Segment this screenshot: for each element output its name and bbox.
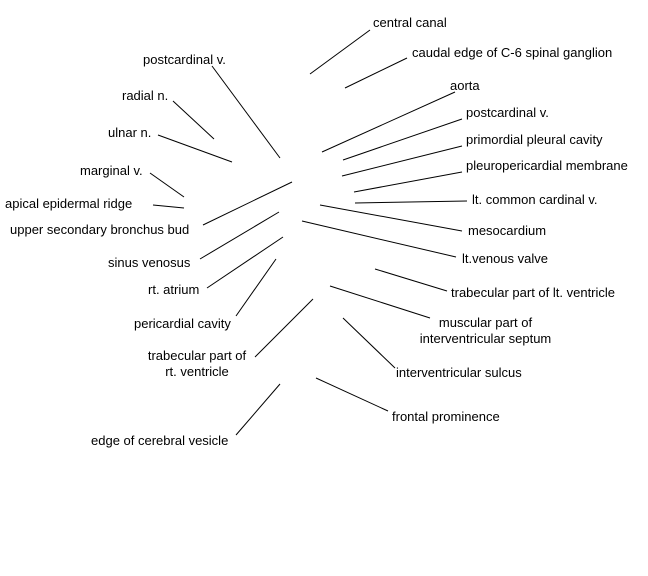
leader-postcardinal-right bbox=[342, 118, 463, 161]
leader-caudal-edge bbox=[344, 57, 408, 89]
label-aorta: aorta bbox=[450, 78, 480, 93]
leader-apical-ridge bbox=[152, 204, 185, 209]
leader-marginal-v bbox=[149, 172, 185, 198]
label-lt-venous-valve: lt.venous valve bbox=[462, 251, 548, 266]
label-mesocardium: mesocardium bbox=[468, 223, 547, 238]
label-marginal-v: marginal v. bbox=[80, 163, 143, 178]
leader-upper-bronchus bbox=[202, 181, 293, 226]
leader-postcardinal-left bbox=[211, 65, 281, 159]
label-apical-ridge: apical epidermal ridge bbox=[5, 196, 133, 211]
label-trabecular-rt-line2: rt. ventricle bbox=[165, 364, 229, 379]
label-radial-n: radial n. bbox=[122, 88, 169, 103]
label-sinus-venosus: sinus venosus bbox=[108, 255, 191, 270]
label-central-canal: central canal bbox=[373, 15, 447, 30]
label-pericardial-cavity: pericardial cavity bbox=[134, 316, 231, 331]
label-interventricular-sulcus: interventricular sulcus bbox=[396, 365, 522, 380]
leader-pleuropericardial bbox=[353, 171, 463, 193]
leader-lt-common-cardinal bbox=[354, 200, 468, 204]
label-edge-cerebral: edge of cerebral vesicle bbox=[91, 433, 229, 448]
leader-muscular-septum bbox=[329, 285, 431, 319]
leader-pericardial-cavity bbox=[235, 258, 277, 317]
leader-edge-cerebral bbox=[235, 383, 281, 436]
label-ulnar-n: ulnar n. bbox=[108, 125, 152, 140]
label-trabecular-rt: trabecular part of rt. ventricle bbox=[142, 348, 252, 380]
leader-central-canal bbox=[309, 29, 371, 75]
leader-aorta bbox=[321, 91, 456, 153]
leader-mesocardium bbox=[319, 204, 463, 232]
label-caudal-edge: caudal edge of C-6 spinal ganglion bbox=[412, 45, 613, 60]
label-postcardinal-left: postcardinal v. bbox=[143, 52, 226, 67]
label-primordial-pleural: primordial pleural cavity bbox=[466, 132, 603, 147]
leader-interventricular-sulcus bbox=[342, 317, 396, 369]
label-upper-bronchus: upper secondary bronchus bud bbox=[10, 222, 190, 237]
label-trabecular-rt-line1: trabecular part of bbox=[147, 348, 247, 363]
label-frontal-prominence: frontal prominence bbox=[392, 409, 500, 424]
leader-rt-atrium bbox=[206, 236, 284, 289]
leader-trabecular-lt bbox=[374, 268, 448, 292]
leader-radial-n bbox=[172, 100, 215, 140]
label-pleuropericardial: pleuropericardial membrane bbox=[466, 158, 628, 173]
leader-trabecular-rt bbox=[254, 298, 314, 358]
label-muscular-line2: interventricular septum bbox=[419, 331, 552, 346]
leader-sinus-venosus bbox=[199, 211, 280, 260]
label-muscular-line1: muscular part of bbox=[438, 315, 533, 330]
leader-frontal-prominence bbox=[315, 377, 389, 412]
label-trabecular-lt: trabecular part of lt. ventricle bbox=[451, 285, 616, 300]
label-postcardinal-right: postcardinal v. bbox=[466, 105, 549, 120]
label-lt-common-cardinal: lt. common cardinal v. bbox=[472, 192, 598, 207]
leader-primordial-pleural bbox=[341, 145, 463, 177]
label-muscular-septum: muscular part of interventricular septum bbox=[414, 315, 557, 347]
label-rt-atrium: rt. atrium bbox=[148, 282, 200, 297]
leader-lt-venous-valve bbox=[301, 220, 457, 258]
leader-ulnar-n bbox=[157, 134, 233, 163]
